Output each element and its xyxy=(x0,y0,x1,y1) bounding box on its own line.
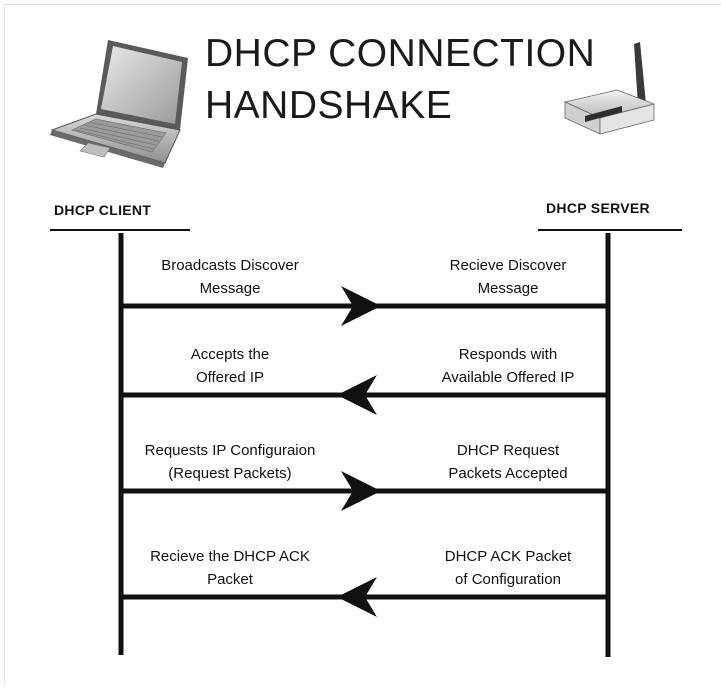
server-message-2-line-1: Responds with xyxy=(458,346,558,363)
diagram-title: DHCP CONNECTION HANDSHAKE xyxy=(205,28,625,132)
client-message-1-line-2: Message xyxy=(199,280,261,297)
server-message-4-line-1: DHCP ACK Packet xyxy=(444,548,572,565)
arrow-left-icon-2 xyxy=(337,375,377,415)
client-message-4-line-1: Recieve the DHCP ACK xyxy=(150,548,310,565)
client-message-4-line-2: Packet xyxy=(207,571,253,588)
client-message-4: Recieve the DHCP ACK Packet xyxy=(120,545,340,591)
server-message-1-line-1: Recieve Discover xyxy=(449,257,567,274)
title-line-1: DHCP CONNECTION xyxy=(205,32,596,75)
client-message-2-line-1: Accepts the xyxy=(190,346,270,363)
client-message-3-line-2: (Request Packets) xyxy=(168,465,292,482)
diagram-frame xyxy=(4,4,721,685)
server-message-3-line-2: Packets Accepted xyxy=(448,465,568,482)
client-label: DHCP CLIENT xyxy=(54,202,152,218)
server-label: DHCP SERVER xyxy=(546,200,650,216)
server-message-4: DHCP ACK Packet of Configuration xyxy=(398,545,618,591)
title-line-2: HANDSHAKE xyxy=(205,84,453,127)
arrow-left-icon-4 xyxy=(337,577,377,617)
server-message-1-line-2: Message xyxy=(477,280,539,297)
client-message-3: Requests IP Configuraion (Request Packets… xyxy=(120,439,340,485)
client-message-2-line-2: Offered IP xyxy=(195,369,265,386)
server-message-2-line-2: Available Offered IP xyxy=(441,369,575,386)
arrow-right-icon-3 xyxy=(341,471,381,511)
client-message-3-line-1: Requests IP Configuraion xyxy=(144,442,316,459)
server-message-3-line-1: DHCP Request xyxy=(456,442,560,459)
client-message-1-line-1: Broadcasts Discover xyxy=(161,257,299,274)
server-message-4-line-2: of Configuration xyxy=(455,571,561,588)
arrow-right-icon-1 xyxy=(341,286,381,326)
